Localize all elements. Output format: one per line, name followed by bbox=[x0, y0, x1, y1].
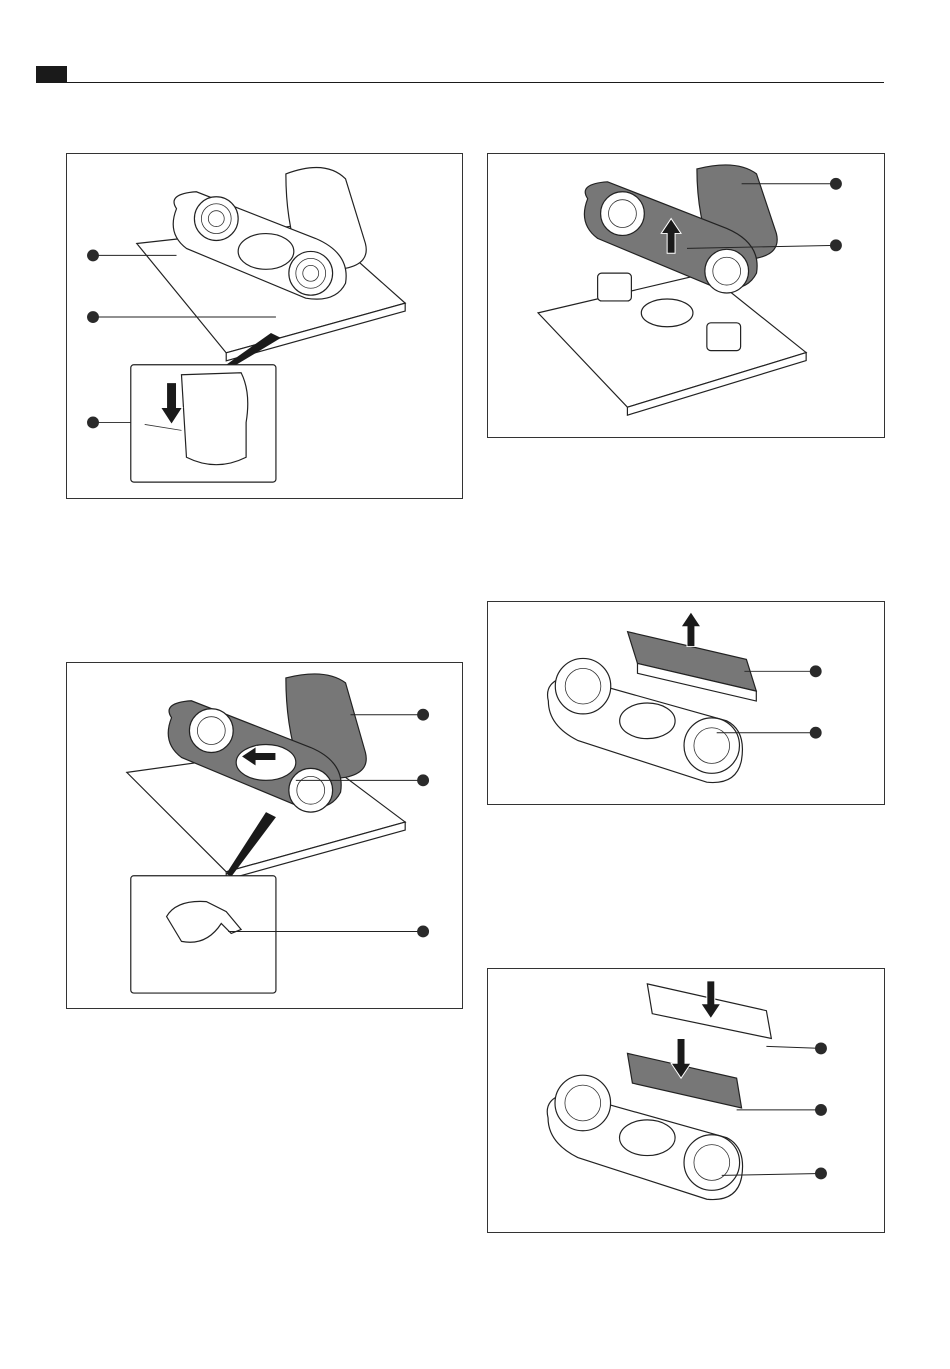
center-opening bbox=[238, 234, 294, 270]
callout-1 bbox=[87, 249, 99, 261]
callout-1 bbox=[830, 178, 842, 190]
callout-2 bbox=[815, 1104, 827, 1116]
figure-1-illustration bbox=[67, 154, 462, 498]
base-plate bbox=[538, 273, 806, 407]
figure-1 bbox=[66, 153, 463, 499]
figure-3-illustration bbox=[488, 602, 884, 804]
blower-left bbox=[598, 273, 632, 301]
callout-2 bbox=[87, 311, 99, 323]
figure-4-illustration bbox=[67, 663, 462, 1008]
figure-4 bbox=[66, 662, 463, 1009]
blower-right bbox=[707, 323, 741, 351]
page-header-rule bbox=[36, 82, 884, 83]
callout-2 bbox=[810, 727, 822, 739]
figure-5 bbox=[487, 968, 885, 1233]
figure-5-illustration bbox=[488, 969, 884, 1232]
callout-2 bbox=[830, 239, 842, 251]
figure-2 bbox=[487, 153, 885, 438]
arrow-up-icon bbox=[681, 612, 701, 647]
callout-2 bbox=[417, 774, 429, 786]
callout-3 bbox=[815, 1167, 827, 1179]
callout-3 bbox=[417, 925, 429, 937]
page-header-tab bbox=[36, 66, 67, 83]
figure-2-illustration bbox=[488, 154, 884, 437]
callout-1 bbox=[417, 709, 429, 721]
figure-3 bbox=[487, 601, 885, 805]
center-ring bbox=[641, 299, 693, 327]
callout-3 bbox=[87, 416, 99, 428]
callout-1 bbox=[810, 665, 822, 677]
callout-1 bbox=[815, 1042, 827, 1054]
